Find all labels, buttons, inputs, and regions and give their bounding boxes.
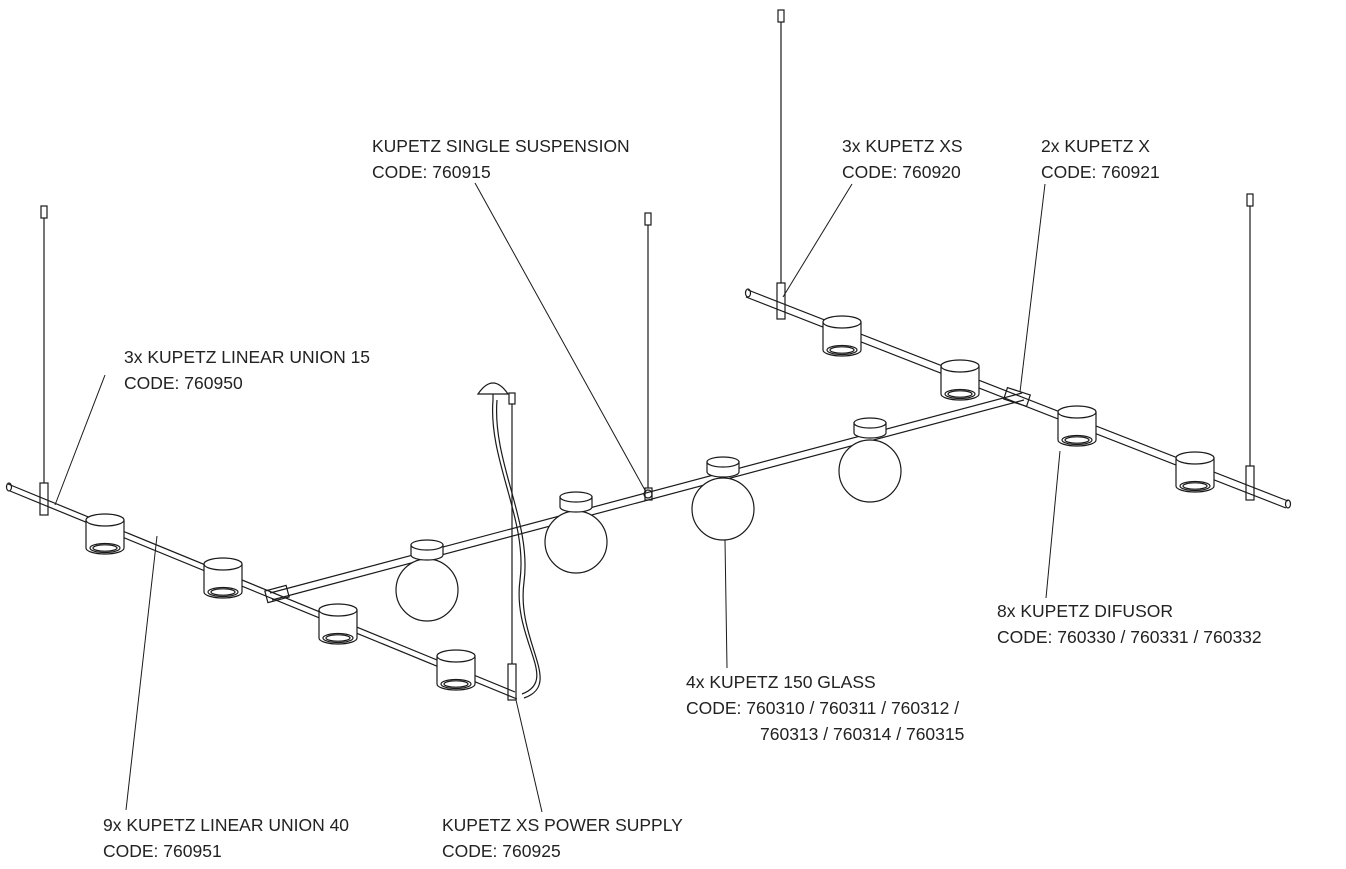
labels: KUPETZ SINGLE SUSPENSION CODE: 760915 3x… <box>103 136 1262 861</box>
label-xs-name: 3x KUPETZ XS <box>842 136 963 156</box>
glass-globe-lamp <box>544 491 608 574</box>
difusor-lamp <box>436 649 476 691</box>
suspension-connector <box>1245 465 1255 501</box>
label-glass-code-1: CODE: 760310 / 760311 / 760312 / <box>686 698 959 718</box>
difusor-lamp <box>822 315 862 357</box>
ceiling-canopy <box>476 382 510 395</box>
label-linear-union-15-code: CODE: 760950 <box>124 373 243 393</box>
label-difusor-name: 8x KUPETZ DIFUSOR <box>997 601 1173 621</box>
label-single-suspension-code: CODE: 760915 <box>372 162 491 182</box>
label-linear-union-15-name: 3x KUPETZ LINEAR UNION 15 <box>124 347 370 367</box>
label-power-supply-code: CODE: 760925 <box>442 841 561 861</box>
label-xs-code: CODE: 760920 <box>842 162 961 182</box>
label-power-supply-name: KUPETZ XS POWER SUPPLY <box>442 815 683 835</box>
power-connector <box>507 663 517 701</box>
label-linear-union-40-name: 9x KUPETZ LINEAR UNION 40 <box>103 815 349 835</box>
difusor-lamp <box>318 603 358 645</box>
label-glass-code-2: 760313 / 760314 / 760315 <box>760 724 964 744</box>
difusor-lamp <box>203 557 243 599</box>
ceiling-anchor <box>1246 193 1254 207</box>
suspension-cables <box>39 9 1255 701</box>
ceiling-anchor <box>644 212 652 226</box>
difusor-lamps <box>85 315 1215 691</box>
difusor-lamp <box>85 513 125 555</box>
label-x-name: 2x KUPETZ X <box>1041 136 1150 156</box>
glass-globe-lamp <box>395 539 459 622</box>
label-glass-name: 4x KUPETZ 150 GLASS <box>686 672 876 692</box>
glass-lamps <box>395 417 902 622</box>
label-difusor-code: CODE: 760330 / 760331 / 760332 <box>997 627 1262 647</box>
difusor-lamp <box>1057 405 1097 447</box>
difusor-lamp <box>1175 451 1215 493</box>
ceiling-anchor <box>777 9 785 23</box>
difusor-lamp <box>940 359 980 401</box>
suspension-connector <box>39 482 49 516</box>
label-linear-union-40-code: CODE: 760951 <box>103 841 222 861</box>
glass-globe-lamp <box>691 456 755 541</box>
connectors <box>264 386 1032 604</box>
leader-lines <box>54 182 1061 813</box>
ceiling-anchor <box>40 205 48 219</box>
label-single-suspension-name: KUPETZ SINGLE SUSPENSION <box>372 136 630 156</box>
label-x-code: CODE: 760921 <box>1041 162 1160 182</box>
suspension-connector <box>776 282 786 320</box>
glass-globe-lamp <box>838 417 902 503</box>
